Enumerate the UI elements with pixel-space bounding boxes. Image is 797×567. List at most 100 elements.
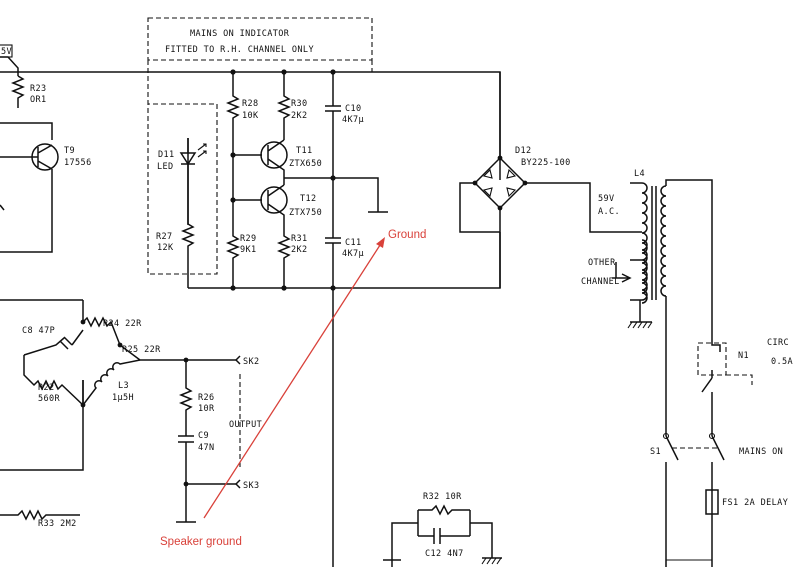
r32-c12-snubber: R32 10R C12 4N7 [383, 492, 502, 567]
c9-value: 47N [198, 443, 215, 453]
junction [281, 285, 287, 291]
ac-label: A.C. [598, 207, 620, 217]
r33-label: R33 2M2 [38, 519, 77, 529]
d11-light-arrows [197, 143, 207, 158]
junction [281, 69, 287, 75]
r30-ref: R30 [291, 99, 308, 109]
n1-label: N1 [738, 351, 749, 361]
junction [230, 285, 236, 291]
output-network: C8 47P R24 22R R25 22R R22 560R L3 1μ5H … [0, 299, 262, 529]
t12-value: ZTX750 [289, 208, 322, 218]
r24-label: R24 22R [103, 319, 142, 329]
circuit-value: 0.5A [771, 357, 793, 367]
t11-value: ZTX650 [289, 159, 322, 169]
d11-symbol [179, 138, 197, 224]
c11-ref: C11 [345, 238, 362, 248]
r26-c9-symbols [176, 360, 196, 523]
l4-primary-leads [665, 179, 713, 330]
junction [230, 197, 236, 203]
t9-ref: T9 [64, 146, 75, 156]
ground-annotation: Ground [388, 229, 426, 241]
c12-label: C12 4N7 [425, 549, 464, 559]
sk-connectors [235, 355, 241, 489]
other-channel-line1: OTHER [588, 258, 616, 268]
junction [230, 152, 236, 158]
l4-primary-coil [660, 185, 667, 297]
t9-value: 17556 [64, 158, 92, 168]
mains-indicator: MAINS ON INDICATOR FITTED TO R.H. CHANNE… [147, 17, 373, 275]
sk2-label: SK2 [243, 357, 260, 367]
s1-switches [665, 435, 725, 567]
r23-section: 5V R23 OR1 T9 17556 [0, 44, 92, 253]
r24-symbol [82, 300, 121, 346]
outer-wires [0, 299, 84, 471]
c11-value: 4K7μ [342, 249, 364, 259]
sk3-label: SK3 [243, 481, 260, 491]
d12-wiring [459, 72, 630, 288]
r29-ref: R29 [240, 234, 257, 244]
d12-value: BY225-100 [521, 158, 571, 168]
r28-r29-column: R28 10K R29 9K1 [225, 72, 262, 288]
r25-output-wire [119, 344, 236, 361]
l3-ref: L3 [118, 381, 129, 391]
ac-voltage: 59V [598, 194, 615, 204]
r22-ref: R22 [38, 383, 55, 393]
led-dashed-box [147, 60, 218, 275]
indicator-title-line2: FITTED TO R.H. CHANNEL ONLY [165, 45, 314, 55]
t12-ref: T12 [300, 194, 317, 204]
d11-value: LED [157, 162, 174, 172]
r28-ref: R28 [242, 99, 259, 109]
mains-switch-section: N1 CIRC 0.5A S1 MAINS ON FS1 2A DELAY [650, 330, 793, 567]
edge-mark [0, 204, 5, 211]
ground-stub [284, 177, 388, 213]
l4-ref: L4 [634, 169, 645, 179]
mains-on-label: MAINS ON [739, 447, 783, 457]
r22-value: 560R [38, 394, 61, 404]
junction [330, 285, 336, 291]
r27-ref: R27 [156, 232, 173, 242]
r29-value: 9K1 [240, 245, 257, 255]
s1-contact [662, 432, 670, 440]
annotation-arrowhead [376, 237, 385, 248]
junction-dots [230, 69, 336, 291]
r27-value: 12K [157, 243, 174, 253]
r31-value: 2K2 [291, 245, 308, 255]
t9-transistor [0, 144, 53, 253]
t12-body [260, 186, 288, 214]
output-label: OUTPUT [229, 420, 262, 430]
r23-value: OR1 [30, 95, 47, 105]
t11-t12-section: R30 2K2 T11 ZTX650 T12 ZTX750 R31 2K2 [260, 72, 388, 288]
d12-ref: D12 [515, 146, 532, 156]
c8-label: C8 47P [22, 326, 55, 336]
r30-value: 2K2 [291, 111, 308, 121]
junction [117, 342, 123, 348]
circuit-label: CIRC [767, 338, 789, 348]
c8-symbol [23, 329, 84, 356]
l4-secondary-leads [630, 182, 642, 233]
snubber-grounds [383, 557, 502, 561]
d11-ref: D11 [158, 150, 175, 160]
r26-value: 10R [198, 404, 215, 414]
s1-label: S1 [650, 447, 661, 457]
junction [330, 175, 336, 181]
junction [330, 69, 336, 75]
junction [80, 319, 86, 325]
c10-c11-column: C10 4K7μ C11 4K7μ [325, 72, 364, 567]
r22-symbol [23, 355, 84, 407]
annotation-arrow [203, 241, 383, 519]
t12-r31-symbol [267, 184, 292, 288]
d11-led: D11 LED [157, 138, 207, 224]
s1-contact [708, 432, 716, 440]
base-wires [233, 154, 262, 201]
c10-c11-symbols [325, 72, 341, 567]
junction [230, 69, 236, 75]
r33-symbol [0, 509, 80, 521]
t11-symbol [267, 139, 285, 185]
r30-symbol [276, 72, 292, 140]
indicator-title-box [147, 17, 373, 61]
snubber-ground-hatch [481, 557, 502, 565]
l4-transformer: L4 OTHER CHANNEL [581, 169, 713, 330]
r27-symbol [180, 223, 196, 252]
r28-value: 10K [242, 111, 259, 121]
